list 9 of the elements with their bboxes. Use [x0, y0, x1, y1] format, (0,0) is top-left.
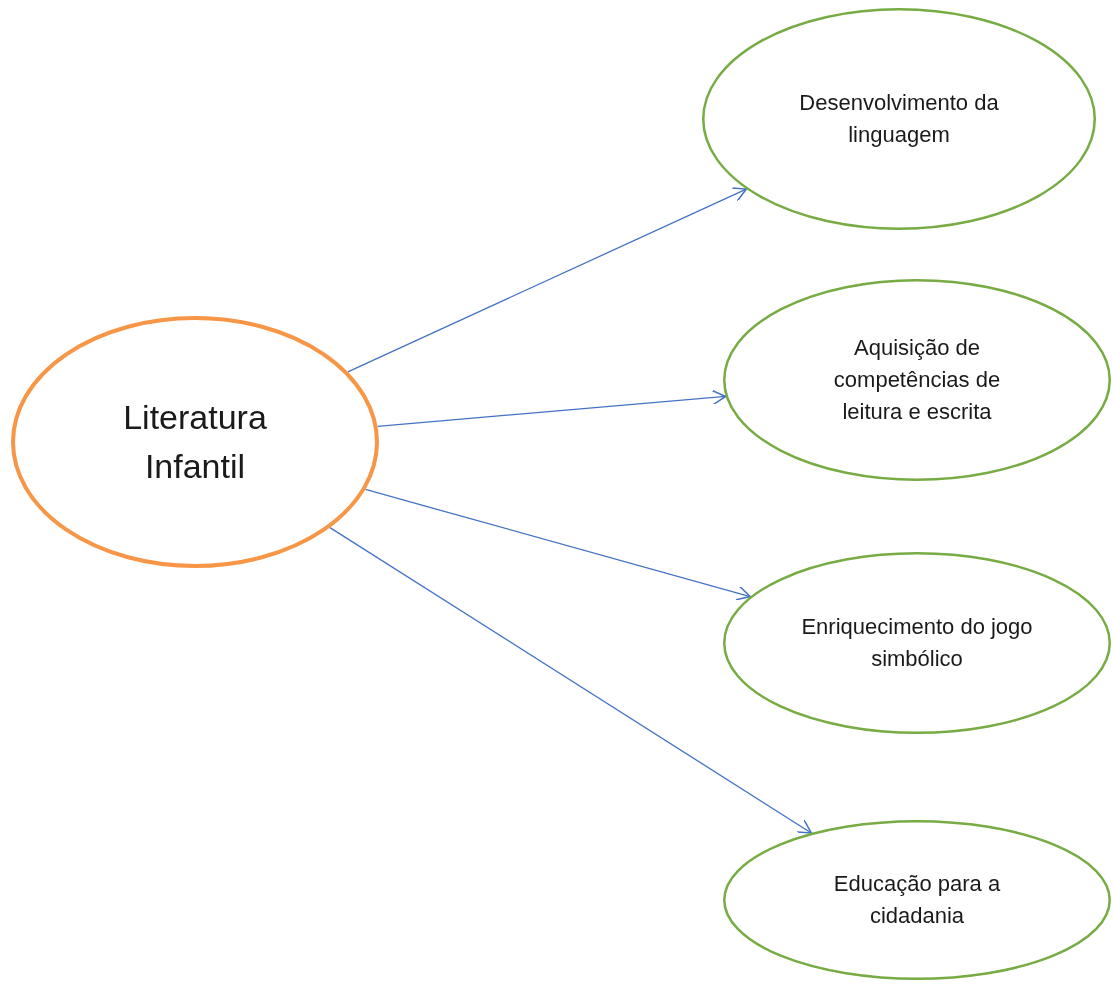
node-label: Literatura Infantil: [122, 396, 268, 487]
node-label: Desenvolvimento da linguagem: [798, 89, 1000, 149]
arrow: [347, 187, 747, 373]
node-label: Aquisição de competências de leitura e escrita: [832, 334, 1002, 426]
arrow: [376, 389, 727, 427]
arrow: [329, 527, 812, 834]
node-label: Educação para a cidadania: [832, 870, 1002, 930]
node-label: Enriquecimento do jogo simbólico: [800, 613, 1034, 673]
arrow: [364, 488, 751, 601]
